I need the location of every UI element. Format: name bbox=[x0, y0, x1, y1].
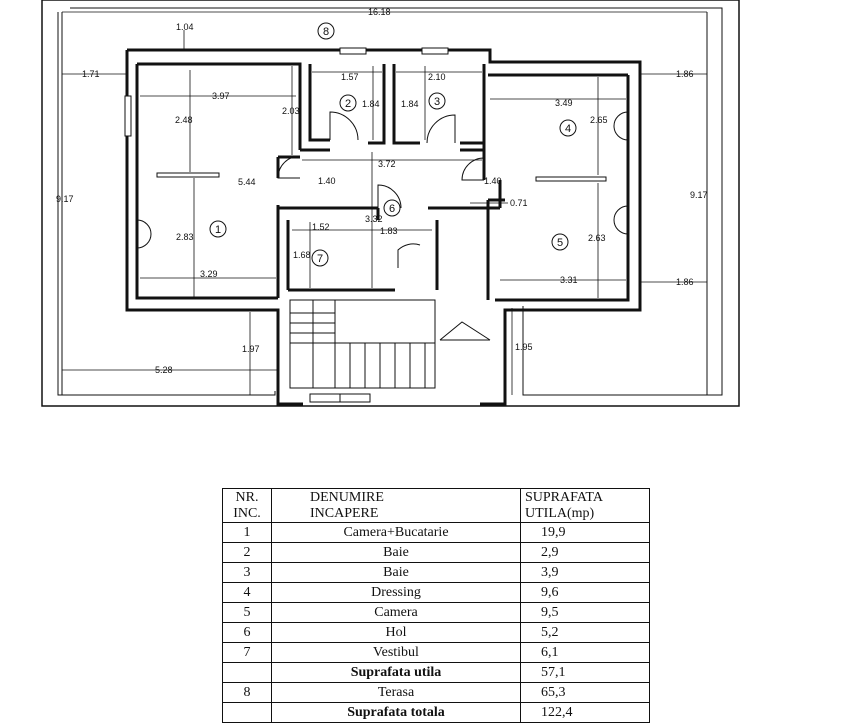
cell-nr: 8 bbox=[222, 682, 272, 703]
cell-area: 6,1 bbox=[520, 642, 650, 663]
dim-left-offset: 1.71 bbox=[82, 69, 100, 79]
cell-area: 9,6 bbox=[520, 582, 650, 603]
room-marker-1: 1 bbox=[215, 224, 221, 236]
subtotal-label: Suprafata utila bbox=[271, 662, 521, 683]
dim-vest-height: 1.68 bbox=[293, 250, 311, 260]
cell-empty bbox=[222, 662, 272, 683]
dim-bath3-height: 1.84 bbox=[401, 99, 419, 109]
dim-bottom-right-height: 1.95 bbox=[515, 342, 533, 352]
dim-right-offset-bottom: 1.86 bbox=[676, 277, 694, 287]
windows bbox=[124, 47, 449, 403]
cell-area: 3,9 bbox=[520, 562, 650, 583]
room-marker-2: 2 bbox=[345, 98, 351, 110]
dim-r1-bottom-width: 3.29 bbox=[200, 269, 218, 279]
cell-nr: 5 bbox=[222, 602, 272, 623]
table-row: 7 Vestibul 6,1 bbox=[222, 642, 650, 663]
room-markers: 1 2 3 4 5 6 7 8 bbox=[209, 22, 577, 267]
dim-r4-height: 2.65 bbox=[590, 115, 608, 125]
dim-r1-width: 3.97 bbox=[212, 91, 230, 101]
door-swings bbox=[136, 111, 629, 268]
dim-bottom-left-width: 5.28 bbox=[155, 365, 173, 375]
table-row: 8 Terasa 65,3 bbox=[222, 682, 650, 703]
col-header-nr: NR.INC. bbox=[222, 488, 272, 523]
cell-nr: 4 bbox=[222, 582, 272, 603]
dim-hall-lower-width: 1.83 bbox=[380, 226, 398, 236]
table-row: 1 Camera+Bucatarie 19,9 bbox=[222, 522, 650, 543]
cell-nr: 6 bbox=[222, 622, 272, 643]
dimension-labels: 16.18 1.04 1.71 1.86 1.86 9.17 9.17 3.97… bbox=[56, 7, 708, 375]
dim-r4-width: 3.49 bbox=[555, 98, 573, 108]
dim-bath3-width: 2.10 bbox=[428, 72, 446, 82]
furniture bbox=[156, 172, 220, 178]
table-row: 5 Camera 9,5 bbox=[222, 602, 650, 623]
cell-name: Baie bbox=[271, 562, 521, 583]
dim-right-offset-top: 1.86 bbox=[676, 69, 694, 79]
cell-area: 65,3 bbox=[520, 682, 650, 703]
dim-r1-left-height: 5.44 bbox=[238, 177, 256, 187]
dim-bath2-width: 1.57 bbox=[341, 72, 359, 82]
dim-hall-right-height: 1.40 bbox=[484, 176, 502, 186]
exterior-walls bbox=[125, 48, 642, 406]
table-row: 3 Baie 3,9 bbox=[222, 562, 650, 583]
dim-vest-width: 1.52 bbox=[312, 222, 330, 232]
dim-overall-width: 16.18 bbox=[368, 7, 391, 17]
cell-name: Camera+Bucatarie bbox=[271, 522, 521, 543]
interior-walls bbox=[276, 64, 628, 300]
cell-name: Terasa bbox=[271, 682, 521, 703]
cell-nr: 7 bbox=[222, 642, 272, 663]
room-marker-3: 3 bbox=[434, 96, 440, 108]
furniture bbox=[535, 176, 607, 182]
total-label: Suprafata totala bbox=[271, 702, 521, 723]
cell-nr: 3 bbox=[222, 562, 272, 583]
cell-area: 9,5 bbox=[520, 602, 650, 623]
table-row: 6 Hol 5,2 bbox=[222, 622, 650, 643]
dim-r5-height: 2.63 bbox=[588, 233, 606, 243]
dim-hall-width: 3.72 bbox=[378, 159, 396, 169]
dim-r1-lower-height: 2.83 bbox=[176, 232, 194, 242]
dim-bath2-height: 1.84 bbox=[362, 99, 380, 109]
total-row: Suprafata totala 122,4 bbox=[222, 702, 650, 723]
dim-hall-left-height: 1.40 bbox=[318, 176, 336, 186]
sheet-frame bbox=[41, 0, 740, 407]
dim-r1-upper-height: 2.48 bbox=[175, 115, 193, 125]
room-marker-7: 7 bbox=[317, 253, 323, 265]
table-row: 4 Dressing 9,6 bbox=[222, 582, 650, 603]
room-marker-5: 5 bbox=[557, 237, 563, 249]
dim-bottom-left-height: 1.97 bbox=[242, 344, 260, 354]
cell-name: Dressing bbox=[271, 582, 521, 603]
cell-nr: 1 bbox=[222, 522, 272, 543]
dim-col-2-03: 2.03 bbox=[282, 106, 300, 116]
cell-nr: 2 bbox=[222, 542, 272, 563]
cell-name: Baie bbox=[271, 542, 521, 563]
dimension-lines bbox=[62, 11, 707, 395]
cell-name: Vestibul bbox=[271, 642, 521, 663]
dim-top-offset: 1.04 bbox=[176, 22, 194, 32]
subtotal-row: Suprafata utila 57,1 bbox=[222, 662, 650, 683]
dim-r45-offset: 0.71 bbox=[510, 198, 528, 208]
dim-total-height-left: 9.17 bbox=[56, 194, 74, 204]
room-marker-4: 4 bbox=[565, 123, 571, 135]
terrace-outline bbox=[57, 7, 723, 396]
room-marker-6: 6 bbox=[389, 203, 395, 215]
cell-name: Hol bbox=[271, 622, 521, 643]
floor-plan: 16.18 1.04 1.71 1.86 1.86 9.17 9.17 3.97… bbox=[41, 0, 740, 407]
subtotal-area: 57,1 bbox=[520, 662, 650, 683]
dim-hall-center-height: 3.32 bbox=[365, 214, 383, 224]
cell-name: Camera bbox=[271, 602, 521, 623]
dim-r5-width: 3.31 bbox=[560, 275, 578, 285]
cell-area: 5,2 bbox=[520, 622, 650, 643]
room-marker-8: 8 bbox=[323, 26, 329, 38]
staircase bbox=[289, 299, 491, 389]
table-row: 2 Baie 2,9 bbox=[222, 542, 650, 563]
dim-total-height-right: 9.17 bbox=[690, 190, 708, 200]
cell-area: 2,9 bbox=[520, 542, 650, 563]
cell-area: 19,9 bbox=[520, 522, 650, 543]
